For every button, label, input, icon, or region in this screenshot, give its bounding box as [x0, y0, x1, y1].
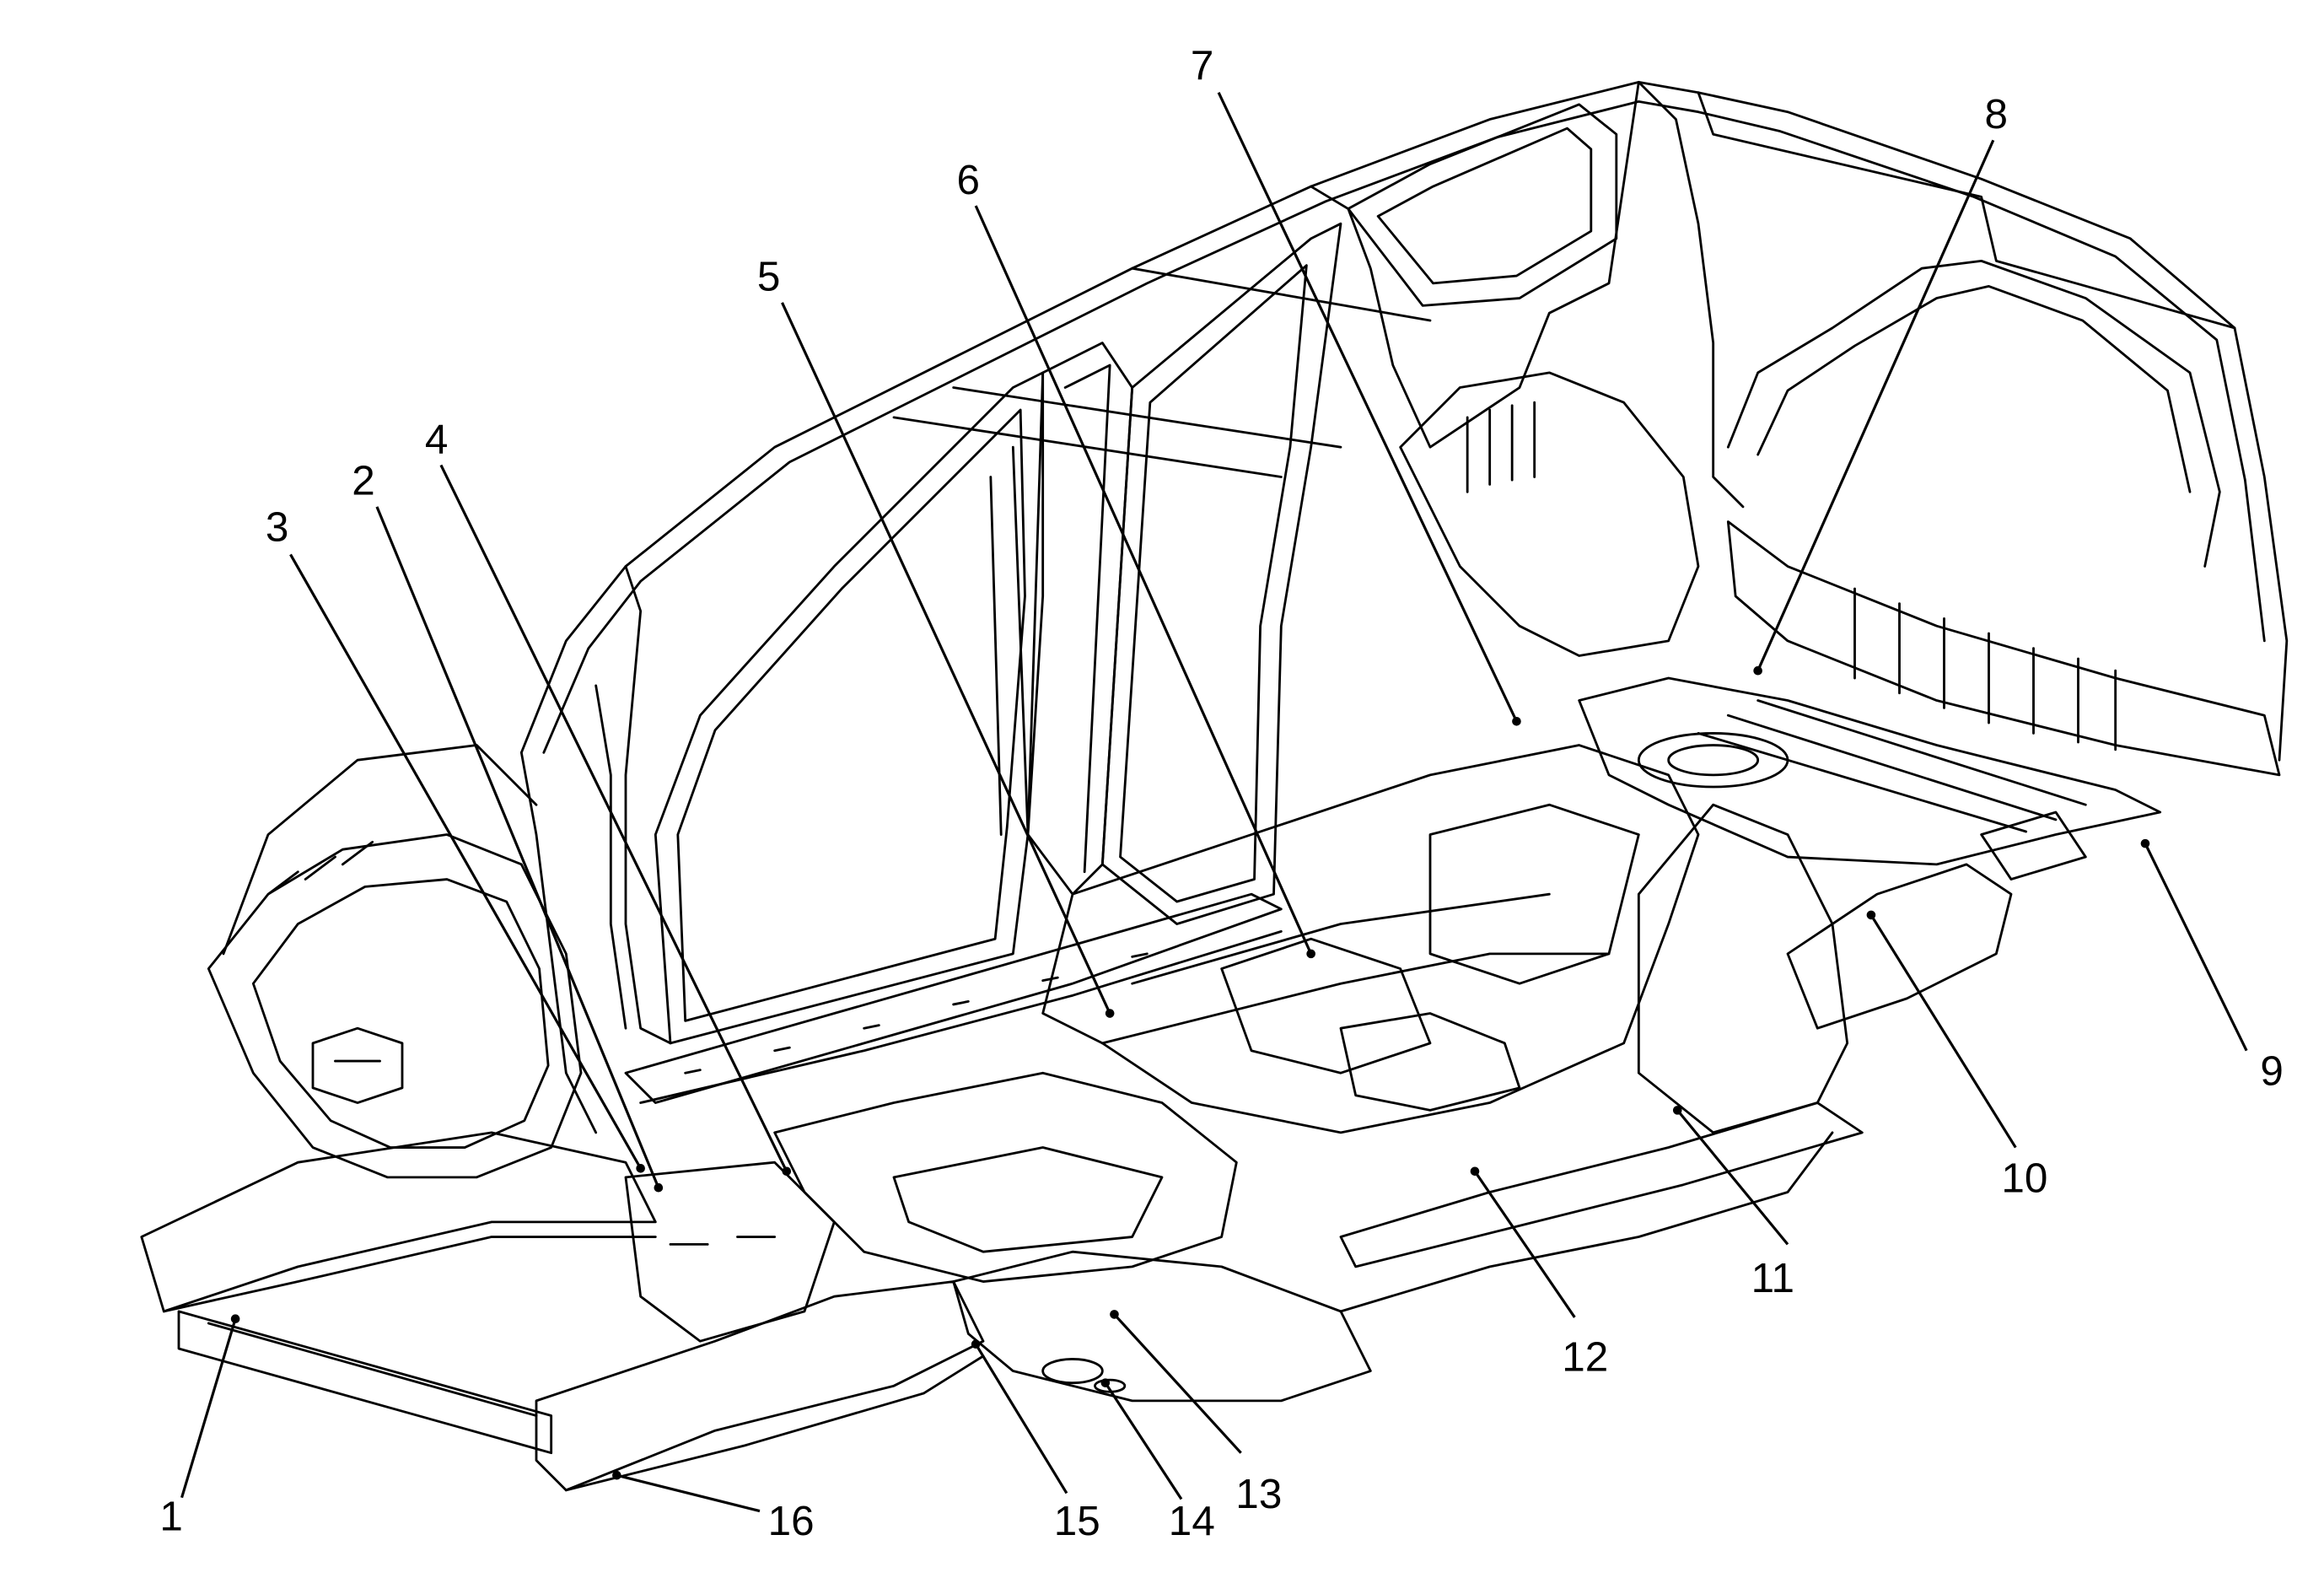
- rear-jack-pad: [1041, 1357, 1104, 1385]
- front-seat-pan: [1220, 937, 1432, 1074]
- front-crossmember: [624, 1161, 836, 1343]
- leader-9: [2144, 843, 2248, 1052]
- d-pillar: [1637, 80, 1745, 509]
- left-front-rail-lower: [162, 1236, 657, 1313]
- c-pillar: [1310, 80, 1640, 449]
- left-rocker-lower: [639, 929, 1283, 1104]
- callout-label-2: 2: [352, 458, 375, 504]
- callout-points: [230, 665, 2150, 1480]
- leader-15: [974, 1343, 1068, 1495]
- rear-end-panel: [1726, 520, 2281, 777]
- rear-subframe-area: [952, 1250, 1372, 1403]
- floor-crossmember-front: [1100, 952, 1611, 1045]
- rear-floor-ribs: [1697, 699, 2087, 833]
- leader-2: [375, 506, 660, 1188]
- callout-label-4: 4: [425, 416, 449, 462]
- front-seat-pan-right: [1339, 1012, 1521, 1112]
- callout-label-7: 7: [1191, 42, 1214, 89]
- right-front-rail-lower: [564, 1354, 985, 1492]
- a-pillar-inner: [594, 684, 627, 1030]
- sill-holes: [684, 952, 1149, 1074]
- callout-label-13: 13: [1235, 1471, 1282, 1517]
- floor-crossmember-mid: [1131, 892, 1551, 985]
- leader-13: [1113, 1313, 1242, 1454]
- callout-label-10: 10: [2001, 1155, 2047, 1202]
- front-strut-tower: [311, 1026, 404, 1104]
- front-door-opening: [654, 371, 1045, 1045]
- front-side-panel: [222, 744, 538, 956]
- front-door-opening-inner: [676, 408, 1026, 1022]
- callout-label-16: 16: [768, 1498, 815, 1544]
- leader-4: [439, 464, 788, 1172]
- leader-1: [180, 1318, 237, 1499]
- front-floor-detail: [892, 1146, 1164, 1253]
- center-floor-pan: [1041, 744, 1700, 1134]
- leader-10: [1869, 914, 2017, 1149]
- front-side-panel-slots: [266, 840, 374, 896]
- roof-cross-member: [1697, 91, 2236, 330]
- callout-leaders: [180, 92, 2248, 1513]
- left-rocker-panel: [624, 892, 1283, 1104]
- callout-label-8: 8: [1985, 91, 2009, 137]
- liftgate-opening-inner: [1756, 284, 2192, 493]
- rear-wheelhouse-left: [1399, 371, 1700, 657]
- callout-label-15: 15: [1054, 1498, 1100, 1544]
- rear-wheelhouse-slots: [1466, 401, 1536, 493]
- spare-tire-well-inner: [1667, 744, 1760, 777]
- front-wheelhouse-inner: [251, 878, 550, 1149]
- callout-label-5: 5: [757, 254, 781, 300]
- leader-12: [1473, 1170, 1576, 1318]
- callout-label-9: 9: [2260, 1048, 2284, 1094]
- rear-door-opening-inner: [1119, 264, 1308, 903]
- rear-door-opening: [1100, 222, 1342, 925]
- liftgate-opening: [1726, 259, 2221, 568]
- leader-5: [781, 302, 1111, 1015]
- callout-label-12: 12: [1562, 1334, 1608, 1381]
- roof-bows: [892, 267, 1432, 478]
- right-front-frame-rail: [535, 1280, 985, 1492]
- callout-label-11: 11: [1751, 1255, 1794, 1301]
- leader-14: [1104, 1381, 1183, 1500]
- rear-cargo-floor: [1578, 676, 2162, 866]
- callout-label-1: 1: [159, 1494, 183, 1540]
- roof-rail-inner: [542, 100, 2266, 754]
- left-front-frame-rail: [140, 1131, 657, 1313]
- right-rocker-panel: [1339, 1101, 1864, 1268]
- rear-quarter-window-inner: [1376, 127, 1593, 285]
- leader-8: [1756, 139, 1995, 671]
- rear-bumper-bracket: [1980, 811, 2087, 881]
- callout-labels: 1 2 3 4 5 6 7 8 9 10 11 12 13 14 15 16: [159, 42, 2284, 1544]
- front-wheelhouse: [207, 833, 583, 1179]
- crossmember-holes: [669, 1236, 777, 1246]
- rear-lower-rail: [1339, 1131, 1834, 1313]
- leader-11: [1676, 1109, 1789, 1246]
- b-pillar-inner: [1063, 364, 1111, 874]
- spare-tire-well: [1637, 731, 1789, 789]
- front-bumper-beam: [177, 1310, 553, 1455]
- floor-tunnel: [1428, 803, 1640, 985]
- leader-6: [974, 205, 1313, 955]
- roof-rail-outline: [519, 80, 2289, 762]
- rear-panel-slots: [1853, 587, 2117, 751]
- leader-7: [1217, 92, 1518, 722]
- rear-wheelhouse-right: [1637, 803, 1849, 1134]
- right-rear-rail: [1786, 863, 2013, 1030]
- windshield-opening: [624, 565, 672, 1045]
- body-structure-drawing: [140, 80, 2289, 1492]
- rear-quarter-window: [1347, 103, 1618, 307]
- callout-label-3: 3: [266, 504, 289, 551]
- front-bumper-beam-inner: [207, 1322, 538, 1417]
- callout-label-14: 14: [1169, 1498, 1215, 1544]
- leader-16: [616, 1473, 761, 1513]
- front-floor-pan: [773, 1071, 1238, 1283]
- callout-label-6: 6: [957, 157, 981, 203]
- leader-3: [289, 553, 643, 1170]
- a-pillar-outline: [519, 751, 598, 1134]
